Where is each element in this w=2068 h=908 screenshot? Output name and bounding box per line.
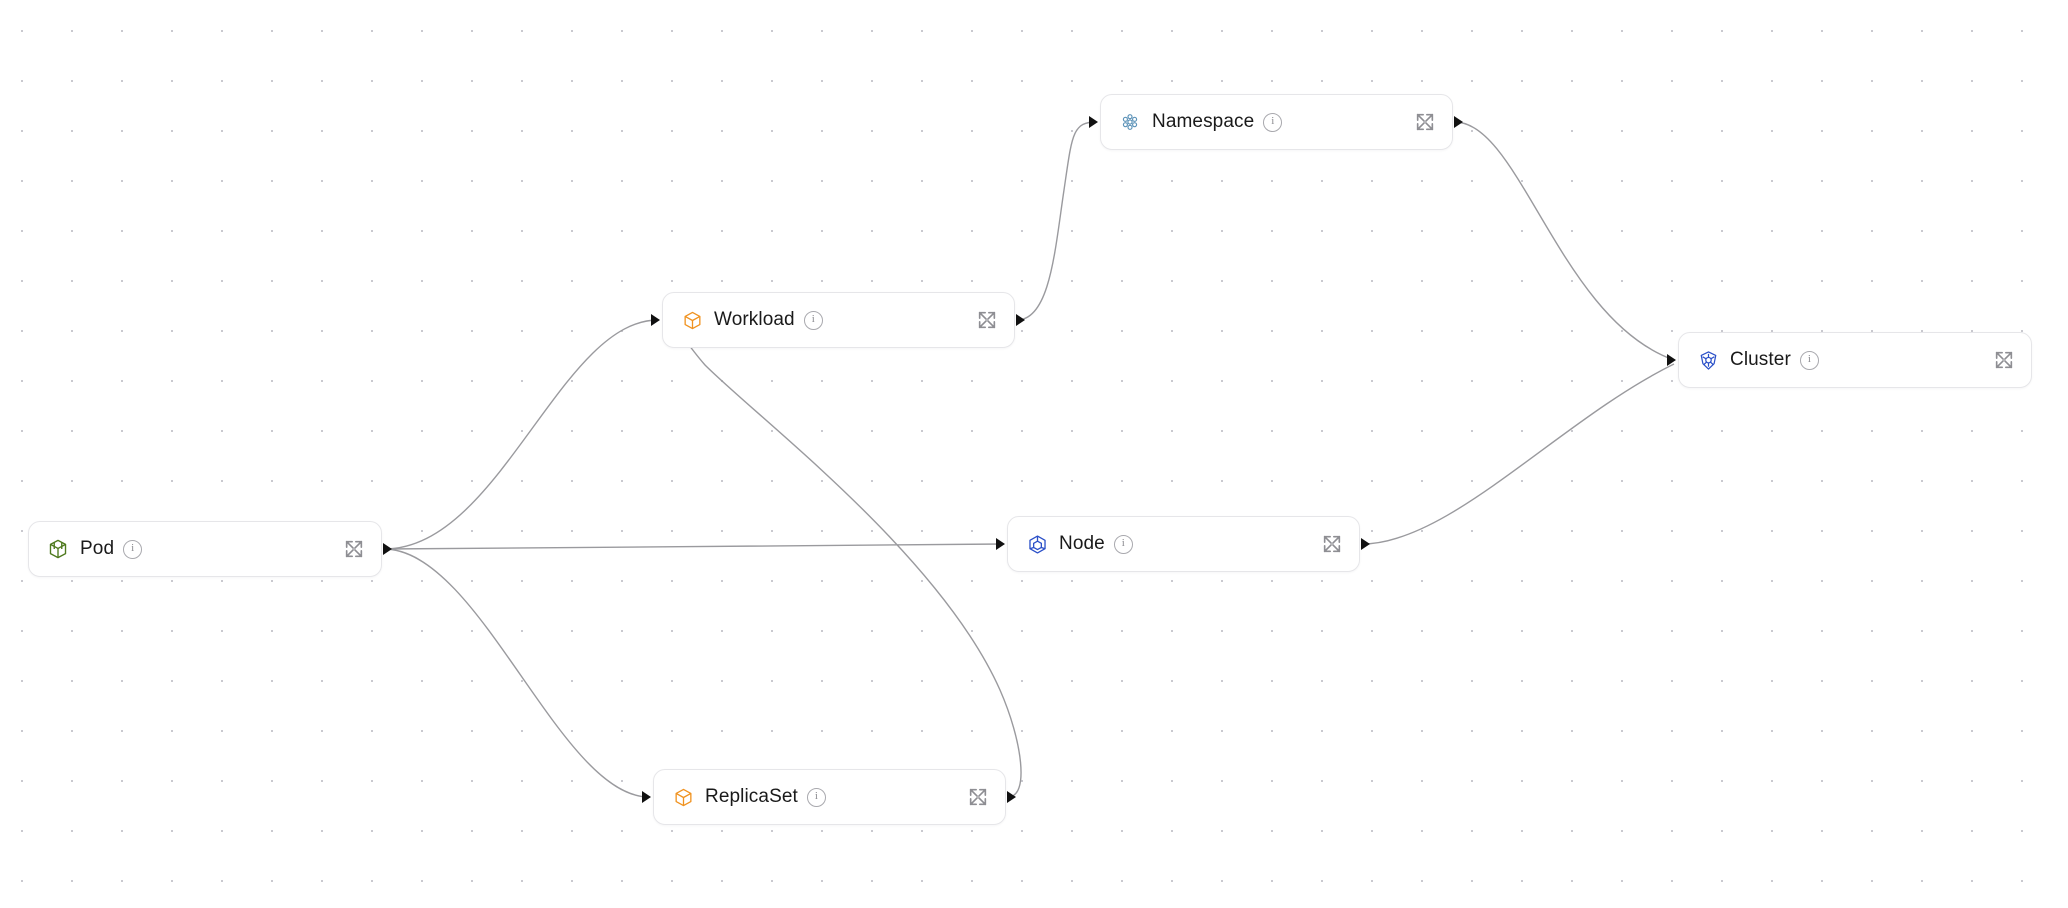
target-handle[interactable] [1667, 354, 1676, 366]
graph-node-pod[interactable]: Pod i [28, 521, 392, 577]
edge-workload-namespace [1016, 121, 1097, 321]
source-handle[interactable] [1361, 538, 1370, 550]
node-label: ReplicaSet [705, 786, 798, 807]
expand-icon[interactable] [967, 786, 989, 808]
info-icon[interactable]: i [1113, 534, 1133, 554]
edge-pod-replicaset [383, 548, 650, 798]
expand-icon[interactable] [1321, 533, 1343, 555]
info-icon[interactable]: i [1263, 112, 1283, 132]
info-icon[interactable]: i [1799, 350, 1819, 370]
expand-icon[interactable] [1993, 349, 2015, 371]
info-icon[interactable]: i [806, 787, 826, 807]
edge-node-cluster [1361, 363, 1675, 545]
info-icon[interactable]: i [123, 539, 143, 559]
expand-icon[interactable] [343, 538, 365, 560]
pod-hexagon-icon [47, 538, 69, 560]
target-handle[interactable] [642, 791, 651, 803]
node-cube-icon [1026, 533, 1048, 555]
node-label: Namespace [1152, 111, 1255, 132]
target-handle[interactable] [651, 314, 660, 326]
edge-replicaset-workload [671, 321, 1022, 798]
node-label: Cluster [1730, 349, 1791, 370]
graph-node-cluster[interactable]: Cluster i [1667, 332, 2032, 388]
workload-cube-icon [681, 309, 703, 331]
node-label: Pod [80, 538, 115, 559]
source-handle[interactable] [1454, 116, 1463, 128]
graph-node-workload[interactable]: Workload i [651, 292, 1025, 348]
node-label: Node [1059, 533, 1105, 554]
expand-icon[interactable] [1414, 111, 1436, 133]
replicaset-cube-icon [672, 786, 694, 808]
graph-node-namespace[interactable]: Namespace i [1089, 94, 1463, 150]
namespace-cluster-icon [1119, 111, 1141, 133]
target-handle[interactable] [996, 538, 1005, 550]
expand-icon[interactable] [976, 309, 998, 331]
edge-pod-workload [383, 319, 659, 550]
info-icon[interactable]: i [803, 310, 823, 330]
source-handle[interactable] [383, 543, 392, 555]
source-handle[interactable] [1016, 314, 1025, 326]
cluster-kubernetes-icon [1697, 349, 1719, 371]
target-handle[interactable] [1089, 116, 1098, 128]
graph-node-replicaset[interactable]: ReplicaSet i [642, 769, 1016, 825]
node-label: Workload [714, 309, 795, 330]
graph-node-node[interactable]: Node i [996, 516, 1370, 572]
edge-namespace-cluster [1454, 121, 1675, 361]
source-handle[interactable] [1007, 791, 1016, 803]
edge-pod-node [383, 543, 1004, 550]
